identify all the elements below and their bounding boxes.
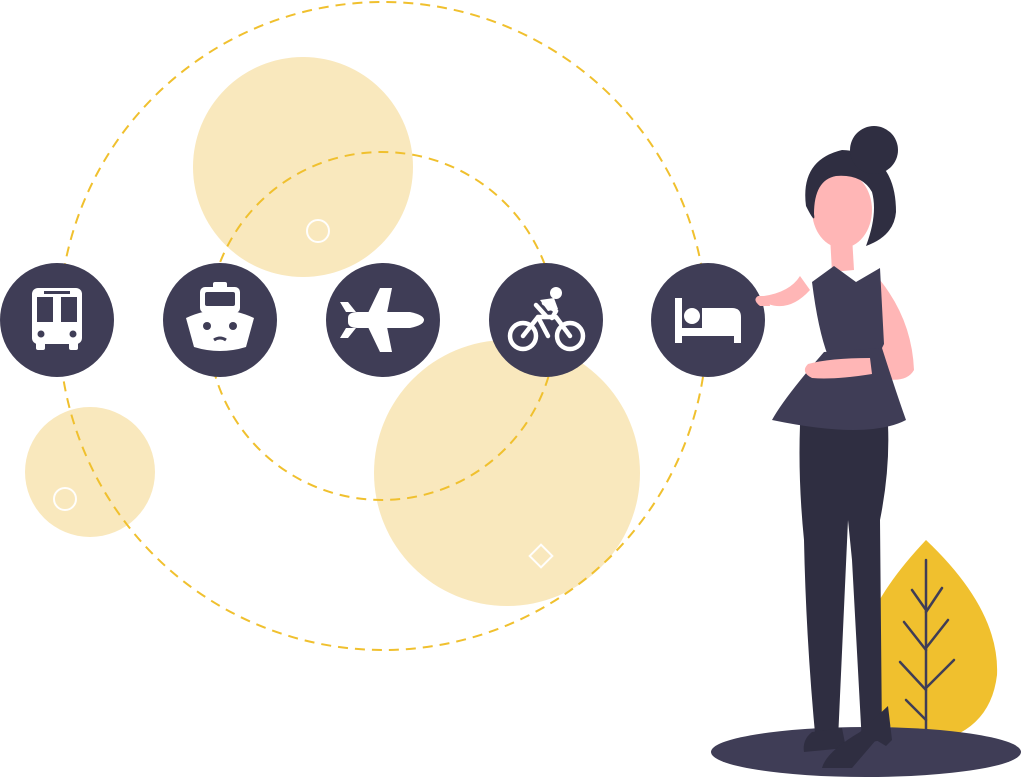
blob-right — [374, 340, 640, 606]
hotel-bed-icon[interactable] — [651, 263, 765, 377]
marker-circle-top — [306, 219, 330, 243]
bicycle-icon[interactable] — [489, 263, 603, 377]
woman-figure — [755, 126, 914, 768]
bus-icon[interactable] — [0, 263, 114, 377]
ship-icon[interactable] — [163, 263, 277, 377]
marker-circle-left — [53, 487, 77, 511]
icon-row — [0, 263, 765, 377]
airplane-icon[interactable] — [326, 263, 440, 377]
blob-left — [25, 407, 155, 537]
blob-top — [193, 57, 413, 277]
background-blobs — [25, 57, 640, 606]
marker-diamond — [528, 543, 554, 569]
ground-shadow — [711, 727, 1021, 777]
leaf-plant — [859, 540, 998, 750]
orbit-markers — [53, 219, 554, 569]
